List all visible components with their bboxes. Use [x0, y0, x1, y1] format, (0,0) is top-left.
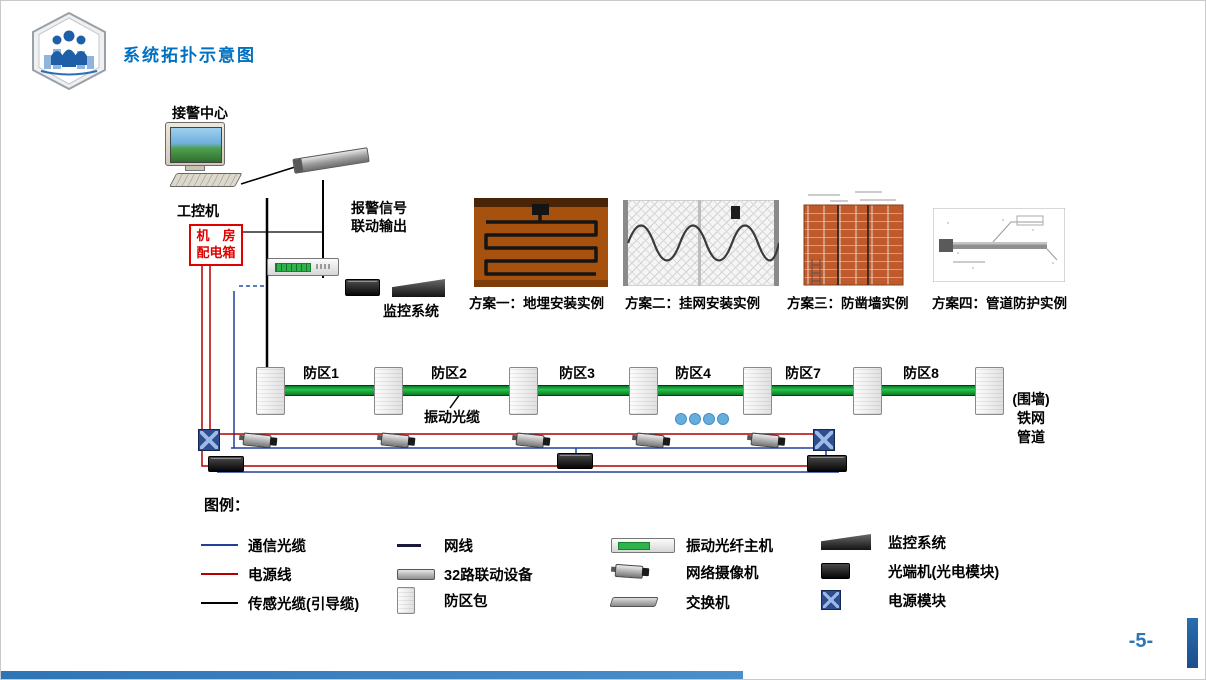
scheme2-label: 方案二：挂网安装实例 [625, 296, 760, 311]
zone-box [509, 367, 538, 415]
alarm-output-label: 报警信号 联动输出 [351, 199, 407, 235]
monitor-console-icon [821, 534, 879, 550]
optical-transceiver-device [345, 279, 380, 296]
legend-item-fiber-host: 振动光纤主机 [611, 532, 773, 558]
network-camera [511, 428, 553, 454]
ellipsis-dot [675, 413, 687, 425]
zone-label-7: 防区7 [785, 365, 821, 381]
zone-label-3: 防区3 [559, 365, 595, 381]
pipeline-protection-image [933, 208, 1065, 282]
linkage-device-icon [397, 568, 435, 580]
power-box-line2: 配电箱 [196, 244, 236, 260]
vibration-fiber-cable [258, 385, 995, 396]
right-accent-bar [1187, 618, 1198, 668]
legend-item-optical-transceiver: 光端机(光电模块) [821, 558, 999, 584]
company-logo-icon [27, 11, 111, 91]
network-camera [238, 428, 280, 454]
alarm-center-label: 接警中心 [172, 105, 228, 121]
legend-item-network-camera: 网络摄像机 [610, 559, 759, 585]
fiber-host-icon [611, 537, 677, 553]
scheme1-label: 方案一：地埋安装实例 [469, 296, 604, 311]
zone-box [256, 367, 285, 415]
ellipsis-dot [689, 413, 701, 425]
optical-transceiver-device [208, 456, 244, 472]
zone-box [743, 367, 772, 415]
zone-box-icon [397, 586, 435, 614]
ellipsis-dot [703, 413, 715, 425]
scheme3-label: 方案三：防凿墙实例 [787, 296, 909, 311]
alarm-output-line2: 联动输出 [351, 218, 407, 235]
network-camera [631, 428, 673, 454]
crt-stand [185, 166, 205, 171]
monitor-system-label: 监控系统 [383, 303, 439, 319]
power-module-device [813, 429, 835, 451]
workstation-label: 工控机 [177, 203, 219, 219]
power-distribution-box: 机 房 配电箱 [189, 224, 243, 266]
optical-transceiver-icon [821, 563, 879, 579]
boundary-line3: 管道 [1017, 428, 1045, 445]
legend-item-power-line: 电源线 [201, 561, 292, 587]
zone-label-4: 防区4 [675, 365, 711, 381]
ellipsis-dot [717, 413, 729, 425]
zone-box [629, 367, 658, 415]
red-line-icon [201, 573, 239, 575]
legend-item-comm-cable: 通信光缆 [201, 532, 306, 558]
legend-title: 图例： [204, 497, 250, 514]
keyboard [169, 173, 243, 187]
optical-transceiver-device [807, 455, 847, 472]
zone-box [374, 367, 403, 415]
optical-transceiver-device [557, 453, 593, 469]
zone-box [975, 367, 1004, 415]
zone-label-8: 防区8 [903, 365, 939, 381]
workstation-computer [159, 122, 243, 200]
fiber-host-device [267, 258, 339, 276]
zone-label-1: 防区1 [303, 365, 339, 381]
legend-item-monitor-system: 监控系统 [821, 529, 946, 555]
boundary-note: (围墙) 铁网 管道 [1001, 390, 1061, 447]
scheme4-label: 方案四：管道防护实例 [932, 296, 1067, 311]
crt-monitor [165, 122, 225, 166]
crt-screen [170, 127, 222, 163]
cable-label: 振动光缆 [424, 409, 480, 425]
anti-chisel-wall-image [800, 189, 907, 291]
legend-item-linkage-device: 32路联动设备 [397, 561, 533, 587]
page-number: -5- [1128, 630, 1154, 652]
power-module-device [198, 429, 220, 451]
zone-box [853, 367, 882, 415]
black-line-icon [201, 602, 239, 604]
legend-item-switch: 交换机 [609, 589, 730, 615]
power-box-line1: 机 房 [196, 228, 236, 243]
buried-install-image [474, 198, 608, 287]
boundary-line1: (围墙) [1012, 391, 1050, 407]
switch-icon [609, 597, 677, 607]
legend-item-network-cable: 网线 [397, 532, 473, 558]
zone-label-2: 防区2 [431, 365, 467, 381]
fiber-host-led [275, 263, 311, 272]
power-module-icon [821, 590, 879, 610]
network-camera [746, 428, 788, 454]
boundary-line2: 铁网 [1017, 409, 1045, 426]
blue-line-icon [201, 544, 239, 546]
legend-item-zone-box: 防区包 [397, 586, 488, 614]
network-camera [376, 428, 418, 454]
legend-item-sensing-cable: 传感光缆(引导缆) [201, 590, 359, 616]
legend-item-power-module: 电源模块 [821, 587, 946, 613]
page-title: 系统拓扑示意图 [123, 46, 256, 65]
alarm-output-line1: 报警信号 [351, 200, 407, 216]
network-cable-icon [397, 543, 435, 547]
fence-mesh-install-image [623, 200, 779, 286]
network-camera-icon [610, 561, 677, 583]
bottom-accent-bar [1, 671, 743, 679]
